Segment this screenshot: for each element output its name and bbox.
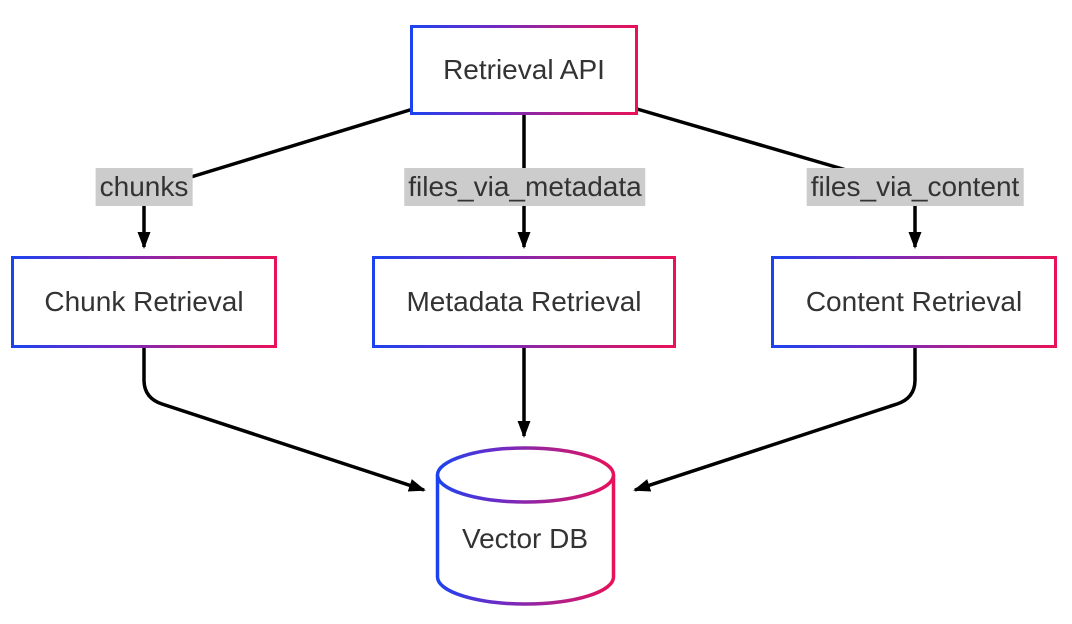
node-metadata-retrieval: Metadata Retrieval: [372, 256, 676, 348]
node-metadata-retrieval-label: Metadata Retrieval: [406, 286, 642, 317]
edge-api-to-content-diagonal: [636, 107, 854, 174]
node-vector-db-label: Vector DB: [461, 523, 589, 554]
node-retrieval-api-label: Retrieval API: [443, 54, 605, 85]
edge-chunk-retrieval-to-vector-db: [142, 348, 426, 492]
node-chunk-retrieval-label: Chunk Retrieval: [44, 286, 244, 317]
node-retrieval-api: Retrieval API: [410, 25, 638, 115]
edge-content-retrieval-to-vector-db: [633, 348, 917, 492]
edge-label-files-via-metadata: files_via_metadata: [404, 168, 646, 206]
node-content-retrieval-label: Content Retrieval: [805, 286, 1023, 317]
node-chunk-retrieval: Chunk Retrieval: [11, 256, 277, 348]
edge-label-chunks: chunks: [95, 168, 193, 206]
node-content-retrieval: Content Retrieval: [771, 256, 1057, 348]
edge-api-to-chunks-diagonal: [190, 107, 414, 179]
edge-label-files-via-content: files_via_content: [806, 168, 1024, 206]
node-vector-db-shape: [435, 446, 616, 606]
